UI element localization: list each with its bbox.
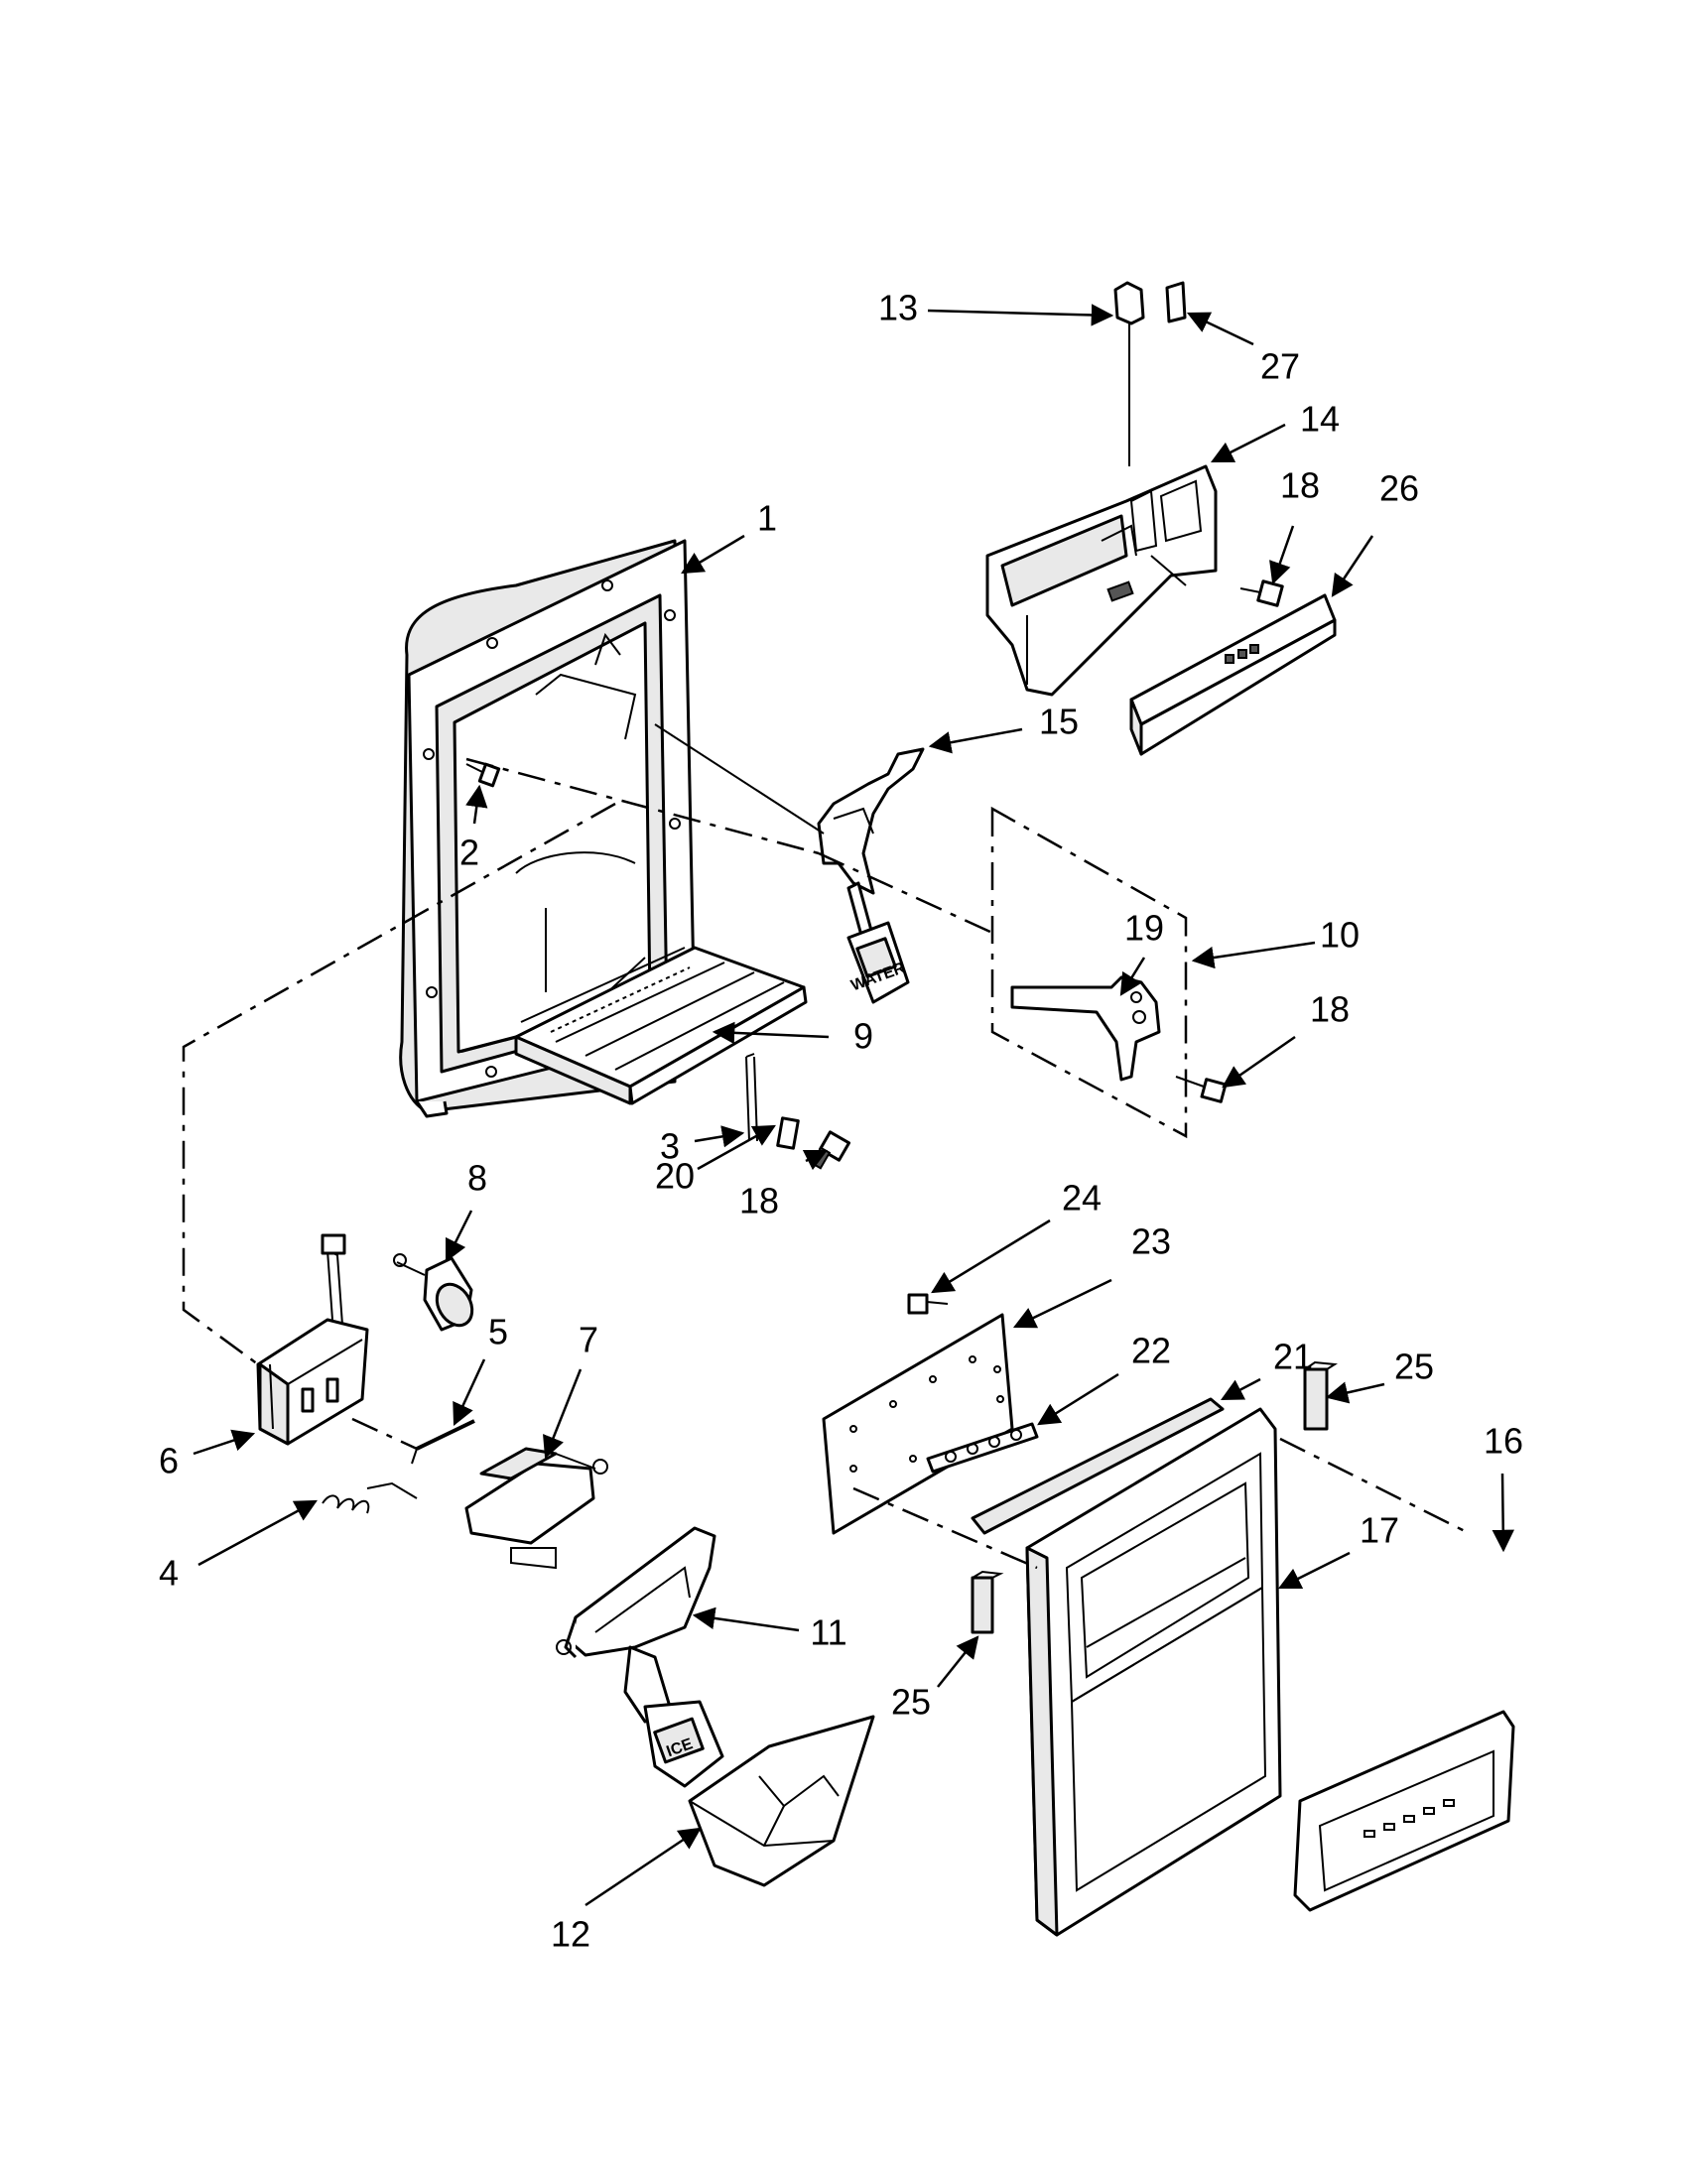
water-valve-assembly-part-10 <box>990 806 1188 1139</box>
callout-18-mid: 18 <box>1310 989 1350 1030</box>
spring-part-4 <box>322 1481 418 1514</box>
callout-18-upper: 18 <box>1280 465 1320 506</box>
callout-24: 24 <box>1062 1178 1102 1219</box>
control-board-part-26 <box>1129 593 1337 756</box>
callout-12: 12 <box>551 1914 590 1955</box>
water-lever-part-15: WATER <box>817 747 925 1004</box>
callout-6: 6 <box>159 1441 179 1481</box>
seal-bar-part-21 <box>971 1397 1225 1535</box>
callout-9: 9 <box>853 1016 873 1057</box>
ice-chute-part-12 <box>688 1715 875 1887</box>
rod-part-5 <box>411 1419 475 1465</box>
callout-18-lower: 18 <box>739 1181 779 1221</box>
lever-arm-part-19 <box>1010 975 1161 1082</box>
callout-4: 4 <box>159 1553 179 1594</box>
upper-bracket-part-14 <box>985 464 1218 697</box>
solenoid-block-part-6 <box>256 1233 369 1446</box>
callout-25-lower: 25 <box>891 1682 931 1723</box>
spring-clip-part-3 <box>745 1053 758 1142</box>
callout-8: 8 <box>467 1158 487 1199</box>
callout-10: 10 <box>1320 915 1360 956</box>
alignment-lines <box>182 723 1470 1570</box>
callout-20: 20 <box>655 1156 695 1197</box>
callout-19: 19 <box>1124 908 1164 949</box>
front-panel-part-17 <box>1025 1407 1282 1937</box>
callout-16: 16 <box>1484 1421 1523 1462</box>
actuator-part-7 <box>464 1447 608 1570</box>
callout-25-upper: 25 <box>1394 1347 1434 1387</box>
pad-part-20 <box>776 1116 800 1150</box>
callout-23: 23 <box>1131 1221 1171 1262</box>
ice-lever-part-11: ICE <box>556 1526 724 1788</box>
callout-2: 2 <box>459 833 479 873</box>
motor-part-8 <box>393 1253 474 1332</box>
cover-part-27 <box>1165 281 1187 323</box>
callout-7: 7 <box>579 1320 598 1360</box>
callout-labels: 1 2 3 4 5 6 7 8 9 10 11 12 13 14 15 16 1… <box>159 288 1523 1955</box>
callout-22: 22 <box>1131 1331 1171 1371</box>
screw-part-24 <box>907 1293 949 1315</box>
block-part-25-lower <box>971 1570 1004 1634</box>
callout-1: 1 <box>757 498 777 539</box>
callout-15: 15 <box>1039 702 1079 742</box>
microswitch-part-13 <box>1113 281 1145 466</box>
callout-26: 26 <box>1379 468 1419 509</box>
callout-21: 21 <box>1273 1337 1313 1377</box>
screw-part-18-mid <box>1175 1076 1228 1103</box>
button-strip-part-22 <box>926 1422 1039 1474</box>
callout-11: 11 <box>810 1612 846 1653</box>
callout-13: 13 <box>878 288 918 328</box>
callout-14: 14 <box>1300 399 1340 440</box>
leader-lines <box>193 304 1514 1907</box>
drip-tray-part-9 <box>514 946 808 1105</box>
cover-panel-part-16 <box>1293 1710 1515 1912</box>
callout-5: 5 <box>488 1312 508 1352</box>
circuit-board-part-23 <box>822 1313 1014 1535</box>
callout-27: 27 <box>1260 346 1300 387</box>
screw-part-18-lower <box>810 1130 851 1170</box>
screw-part-18-upper <box>1239 579 1284 607</box>
callout-3: 3 <box>660 1126 680 1167</box>
callout-17: 17 <box>1360 1510 1399 1551</box>
